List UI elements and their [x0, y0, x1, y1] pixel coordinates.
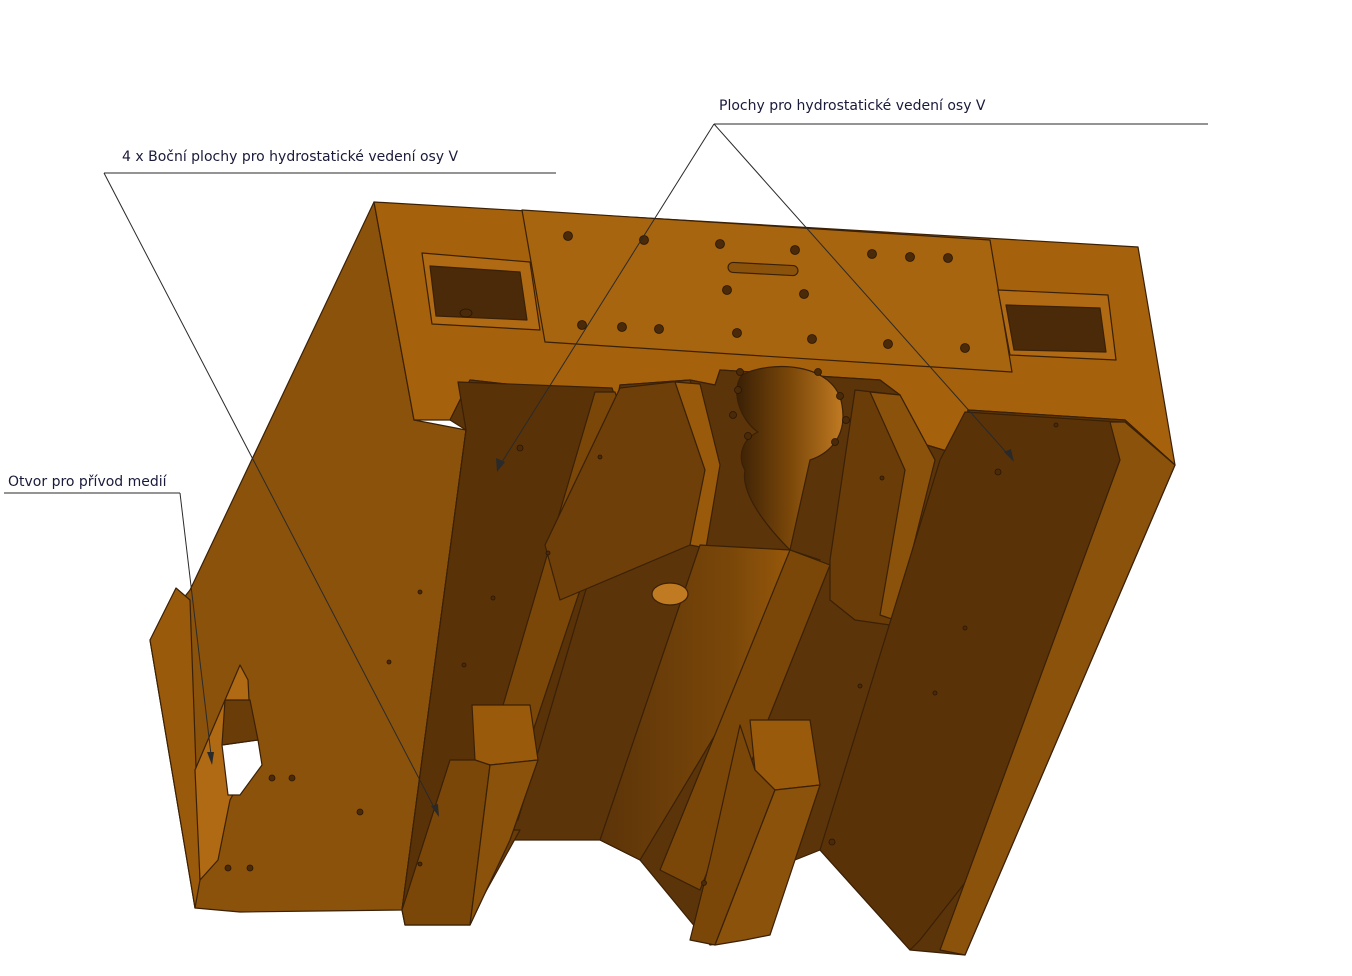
right-pocket-inner: [1005, 304, 1107, 353]
callout-side-surfaces-label: 4 x Boční plochy pro hydrostatické veden…: [122, 149, 459, 165]
right-guide-bevel: [939, 421, 1176, 956]
callout-v-surfaces-arrow-right: [1004, 449, 1014, 462]
callout-v-surfaces-label: Plochy pro hydrostatické vedení osy V: [719, 98, 986, 114]
left-pocket-inner: [429, 265, 528, 321]
callout-v-surfaces: Plochy pro hydrostatické vedení osy V: [496, 98, 1208, 472]
top-slot: [727, 261, 799, 277]
top-plate-holes: [563, 231, 970, 353]
lower-left-pad: [471, 704, 539, 766]
side-wall-flange: [149, 587, 201, 909]
floor-holes: [224, 422, 1059, 886]
callout-v-surfaces-leader-right: [713, 123, 1014, 461]
bore-flange-holes: [729, 368, 850, 446]
media-port-inner: [221, 699, 259, 746]
callout-media-hole-leader: [179, 492, 213, 764]
callout-media-hole: Otvor pro přívod medií: [4, 474, 214, 765]
callout-side-surfaces-leader: [103, 172, 439, 816]
callout-media-hole-label: Otvor pro přívod medií: [8, 474, 168, 490]
machine-bed: [149, 201, 1176, 956]
central-groove-right: [659, 549, 831, 891]
lower-right-pad-front: [714, 784, 821, 946]
central-plate: [521, 209, 1013, 373]
callout-side-surfaces: 4 x Boční plochy pro hydrostatické veden…: [103, 149, 556, 817]
callout-v-surfaces-leader-left: [496, 123, 715, 471]
callout-side-surfaces-arrow: [431, 804, 439, 817]
floor-port: [651, 582, 689, 606]
callout-media-hole-arrow: [207, 752, 214, 765]
lower-left-pad-front: [469, 759, 539, 926]
left-pocket-plug: [459, 308, 473, 318]
callout-v-surfaces-arrow-left: [496, 458, 505, 472]
central-bore: [736, 365, 844, 551]
